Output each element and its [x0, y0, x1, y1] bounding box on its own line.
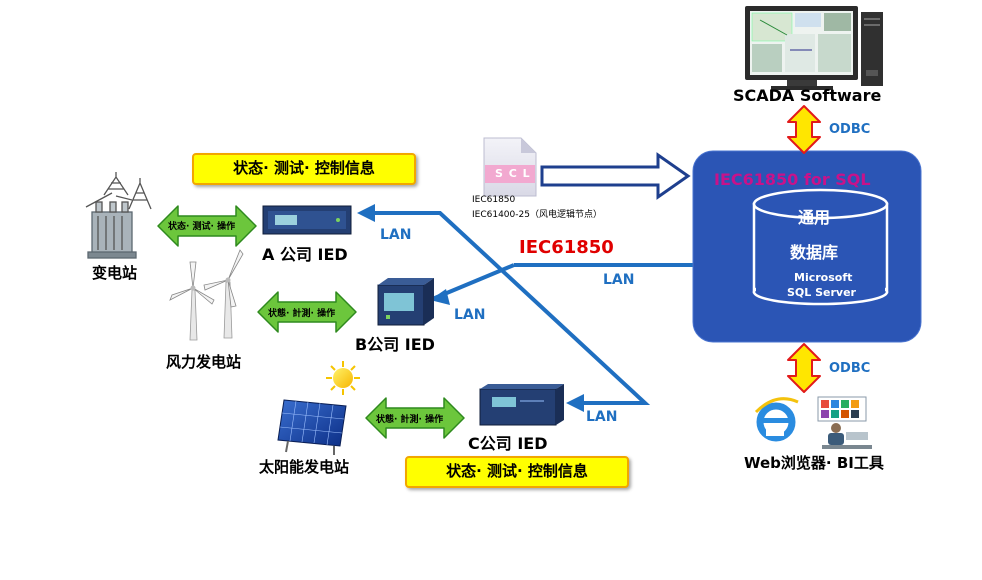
green-arrow-a: [157, 205, 257, 247]
database-label-general: 通用: [798, 208, 831, 227]
ied-b-device: [377, 278, 434, 326]
ied-c-device: [479, 384, 564, 426]
scl-standard-2: IEC61400-25（风电逻辑节点）: [472, 210, 602, 220]
green-arrow-a-label: 状态· 测试· 操作: [168, 222, 236, 232]
bi-tool-icon: [817, 396, 872, 449]
scada-label: SCADA Software: [733, 86, 882, 105]
ied-a-label: A 公司 IED: [262, 245, 348, 264]
ied-c-label: C公司 IED: [468, 434, 548, 453]
scl-icon-text: S C L: [495, 167, 531, 180]
database-label-microsoft: Microsoft: [794, 271, 853, 284]
scada-computer-icon: [745, 6, 883, 90]
sun-icon: [326, 361, 360, 395]
lan-c-label: LAN: [586, 409, 618, 425]
ied-b-label: B公司 IED: [355, 335, 435, 354]
green-arrow-b: [257, 291, 357, 333]
database-title: IEC61850 for SQL: [714, 170, 871, 189]
odbc-bottom-label: ODBC: [829, 361, 871, 376]
protocol-label: IEC61850: [519, 237, 614, 258]
ied-a-device: [262, 205, 352, 235]
odbc-top-label: ODBC: [829, 122, 871, 137]
database-cylinder: [752, 188, 889, 306]
scl-file-icon: [483, 137, 537, 197]
odbc-arrow-top: [787, 105, 821, 154]
arrowhead-ied-a: [357, 204, 375, 222]
solar-station-label: 太阳能发电站: [259, 458, 350, 476]
web-bi-label: Web浏览器· BI工具: [744, 454, 884, 472]
scl-transfer-arrow: [540, 152, 691, 200]
green-arrow-c: [365, 397, 465, 439]
odbc-arrow-bottom: [787, 343, 821, 393]
arrowhead-ied-c: [566, 394, 584, 412]
lan-a-label: LAN: [380, 227, 412, 243]
lan-main-label: LAN: [603, 272, 635, 288]
arrowhead-ied-b: [430, 289, 450, 305]
solar-panel-icon: [277, 399, 347, 455]
lan-b-label: LAN: [454, 307, 486, 323]
database-label-db: 数据库: [790, 243, 839, 262]
wind-turbine-icon: [169, 249, 244, 341]
green-arrow-c-label: 状態· 計測· 操作: [376, 415, 444, 425]
info-box-bottom: 状态· 测试· 控制信息: [405, 456, 629, 488]
database-label-sqlserver: SQL Server: [787, 286, 856, 299]
substation-icon: [85, 172, 152, 259]
web-browser-icon: [754, 397, 799, 442]
wind-station-label: 风力发电站: [166, 353, 242, 371]
substation-label: 变电站: [92, 264, 138, 282]
scl-standard-1: IEC61850: [472, 195, 516, 205]
info-box-top: 状态· 测试· 控制信息: [192, 153, 416, 185]
green-arrow-b-label: 状態· 計測· 操作: [268, 309, 336, 319]
